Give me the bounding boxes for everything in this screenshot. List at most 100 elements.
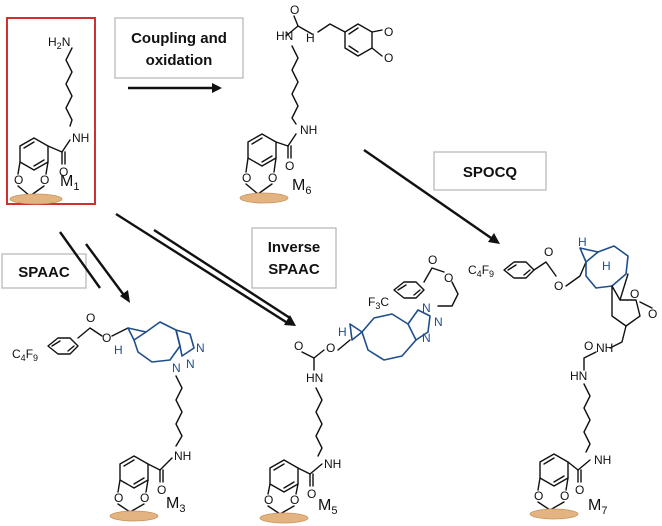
m1-h2n-label: H2N bbox=[48, 35, 70, 51]
m6-amide-bond bbox=[287, 133, 297, 147]
m7-bridge bbox=[619, 273, 629, 301]
m3-ester-o: O bbox=[102, 331, 111, 345]
m7-urea-hn: HN bbox=[570, 369, 587, 383]
spaac-label: SPAAC bbox=[18, 264, 70, 281]
m3-ester-chain bbox=[77, 327, 103, 339]
m5-triazole bbox=[407, 309, 431, 341]
m5-ester-o: O bbox=[444, 271, 453, 285]
m7-o2: O bbox=[560, 489, 569, 503]
m6-o2: O bbox=[268, 171, 277, 185]
m7-cyclopropane bbox=[579, 247, 599, 263]
m1-label: M1 bbox=[60, 173, 79, 193]
m6-surface bbox=[239, 192, 289, 204]
m7-ester-chain bbox=[533, 261, 557, 277]
m3-ring-inner2 bbox=[133, 477, 145, 485]
m7-urea-o: O bbox=[584, 339, 593, 353]
spaac-arrow-2 bbox=[85, 243, 127, 299]
inverse-spaac-step: Inverse SPAAC bbox=[115, 212, 337, 326]
m1-ring-inner1 bbox=[23, 141, 35, 149]
m7-urea-bonds bbox=[583, 351, 597, 371]
m6-o-bond2 bbox=[273, 157, 277, 173]
m7-och2 bbox=[565, 261, 587, 287]
m1-highlight-box bbox=[6, 17, 96, 205]
m3-c4f9-label: C4F9 bbox=[12, 347, 38, 363]
m5-aryl-inner2 bbox=[413, 289, 421, 296]
m6-o-bond1 bbox=[245, 157, 249, 173]
m5-hn-label: HN bbox=[306, 371, 323, 385]
spocq-label: SPOCQ bbox=[463, 164, 518, 181]
m1-amide-bond bbox=[61, 139, 71, 153]
m7-surface bbox=[529, 508, 579, 520]
coupling-arrowhead bbox=[212, 83, 222, 93]
m7-urea-nh: NH bbox=[596, 341, 613, 355]
m5-hexyl-chain bbox=[315, 387, 323, 457]
inverse-spaac-label-line2: SPAAC bbox=[268, 261, 320, 278]
coupling-label-line2: oxidation bbox=[146, 52, 213, 69]
m6-ch2-link bbox=[317, 23, 346, 33]
m3-n3: N bbox=[172, 361, 181, 375]
m1-ring-inner2 bbox=[33, 159, 45, 167]
m3-n1: N bbox=[196, 341, 205, 355]
m5-ring-to-carbonyl bbox=[297, 467, 311, 475]
m5-carbamate-o2: O bbox=[294, 339, 303, 353]
m7-nh-label: NH bbox=[594, 453, 611, 467]
m6-urea-bonds bbox=[285, 25, 313, 37]
m7-hexyl-chain bbox=[583, 383, 591, 453]
m7-ch2-link bbox=[609, 325, 627, 349]
m5-ester-chain bbox=[423, 267, 445, 283]
m3-o-bond1 bbox=[117, 479, 121, 493]
m6-ring-inner2 bbox=[261, 155, 273, 163]
m3-o-bond2 bbox=[145, 479, 149, 493]
m6-q-inner1 bbox=[348, 27, 359, 35]
m6-ring-inner1 bbox=[251, 137, 263, 145]
m3-ring-to-carbonyl bbox=[147, 463, 161, 471]
m7-ketone-bond bbox=[639, 301, 653, 309]
m3-label: M3 bbox=[166, 495, 185, 515]
spocq-step: SPOCQ bbox=[363, 149, 547, 244]
molecule-m6: O H HN O O NH O O O M6 bbox=[239, 3, 393, 204]
inverse-spaac-label-box bbox=[251, 227, 337, 289]
m3-cyclooctane bbox=[133, 321, 181, 363]
m6-urea-h: H bbox=[306, 31, 315, 45]
m6-q-inner2 bbox=[348, 45, 359, 53]
m3-cyclopropane bbox=[127, 327, 147, 341]
m5-aryl-ring bbox=[393, 281, 425, 299]
m6-q-o1-bond bbox=[371, 29, 383, 33]
spaac-label-box bbox=[1, 253, 87, 289]
coupling-label-box bbox=[114, 17, 244, 79]
m5-o-bond1 bbox=[267, 483, 271, 495]
m1-o1: O bbox=[14, 173, 23, 187]
m7-o-ketone2: O bbox=[630, 287, 639, 301]
m3-surface bbox=[109, 510, 159, 522]
coupling-label-line1: Coupling and bbox=[131, 30, 227, 47]
spaac-arrowhead bbox=[120, 290, 130, 303]
m5-carbamate-o: O bbox=[326, 341, 335, 355]
m1-o-bond1 bbox=[17, 161, 21, 175]
molecule-m3: C4F9 O O H N N N NH O O O M3 bbox=[12, 311, 205, 522]
m7-amide-bond bbox=[577, 459, 591, 471]
m6-q-o2-bond bbox=[371, 47, 383, 57]
m3-o1: O bbox=[114, 491, 123, 505]
m3-aryl-ring bbox=[47, 337, 79, 355]
m5-ring-inner2 bbox=[283, 481, 295, 489]
molecule-m5: F3C O O N N N H O O HN NH O O O bbox=[259, 253, 459, 524]
m6-urea-o: O bbox=[290, 3, 299, 17]
m7-h1: H bbox=[578, 235, 587, 249]
m6-o1: O bbox=[242, 171, 251, 185]
m5-n3: N bbox=[422, 331, 431, 345]
m5-amide-bond bbox=[309, 463, 323, 475]
m7-o-bond1 bbox=[537, 477, 541, 491]
m6-quinone-ring bbox=[344, 23, 373, 57]
m1-ring-to-carbonyl bbox=[47, 145, 63, 153]
m6-ring-to-carbonyl bbox=[275, 141, 289, 147]
spocq-arrowhead bbox=[488, 233, 500, 244]
inverse-spaac-arrow-1 bbox=[115, 212, 287, 324]
m6-catechol-bridge bbox=[245, 183, 273, 195]
coupling-oxidation-step: Coupling and oxidation bbox=[114, 17, 244, 93]
m7-aryl-inner1 bbox=[507, 264, 517, 271]
m5-n2: N bbox=[434, 315, 443, 329]
m6-quinone-o1: O bbox=[384, 25, 393, 39]
m3-amide-bond bbox=[159, 457, 173, 471]
